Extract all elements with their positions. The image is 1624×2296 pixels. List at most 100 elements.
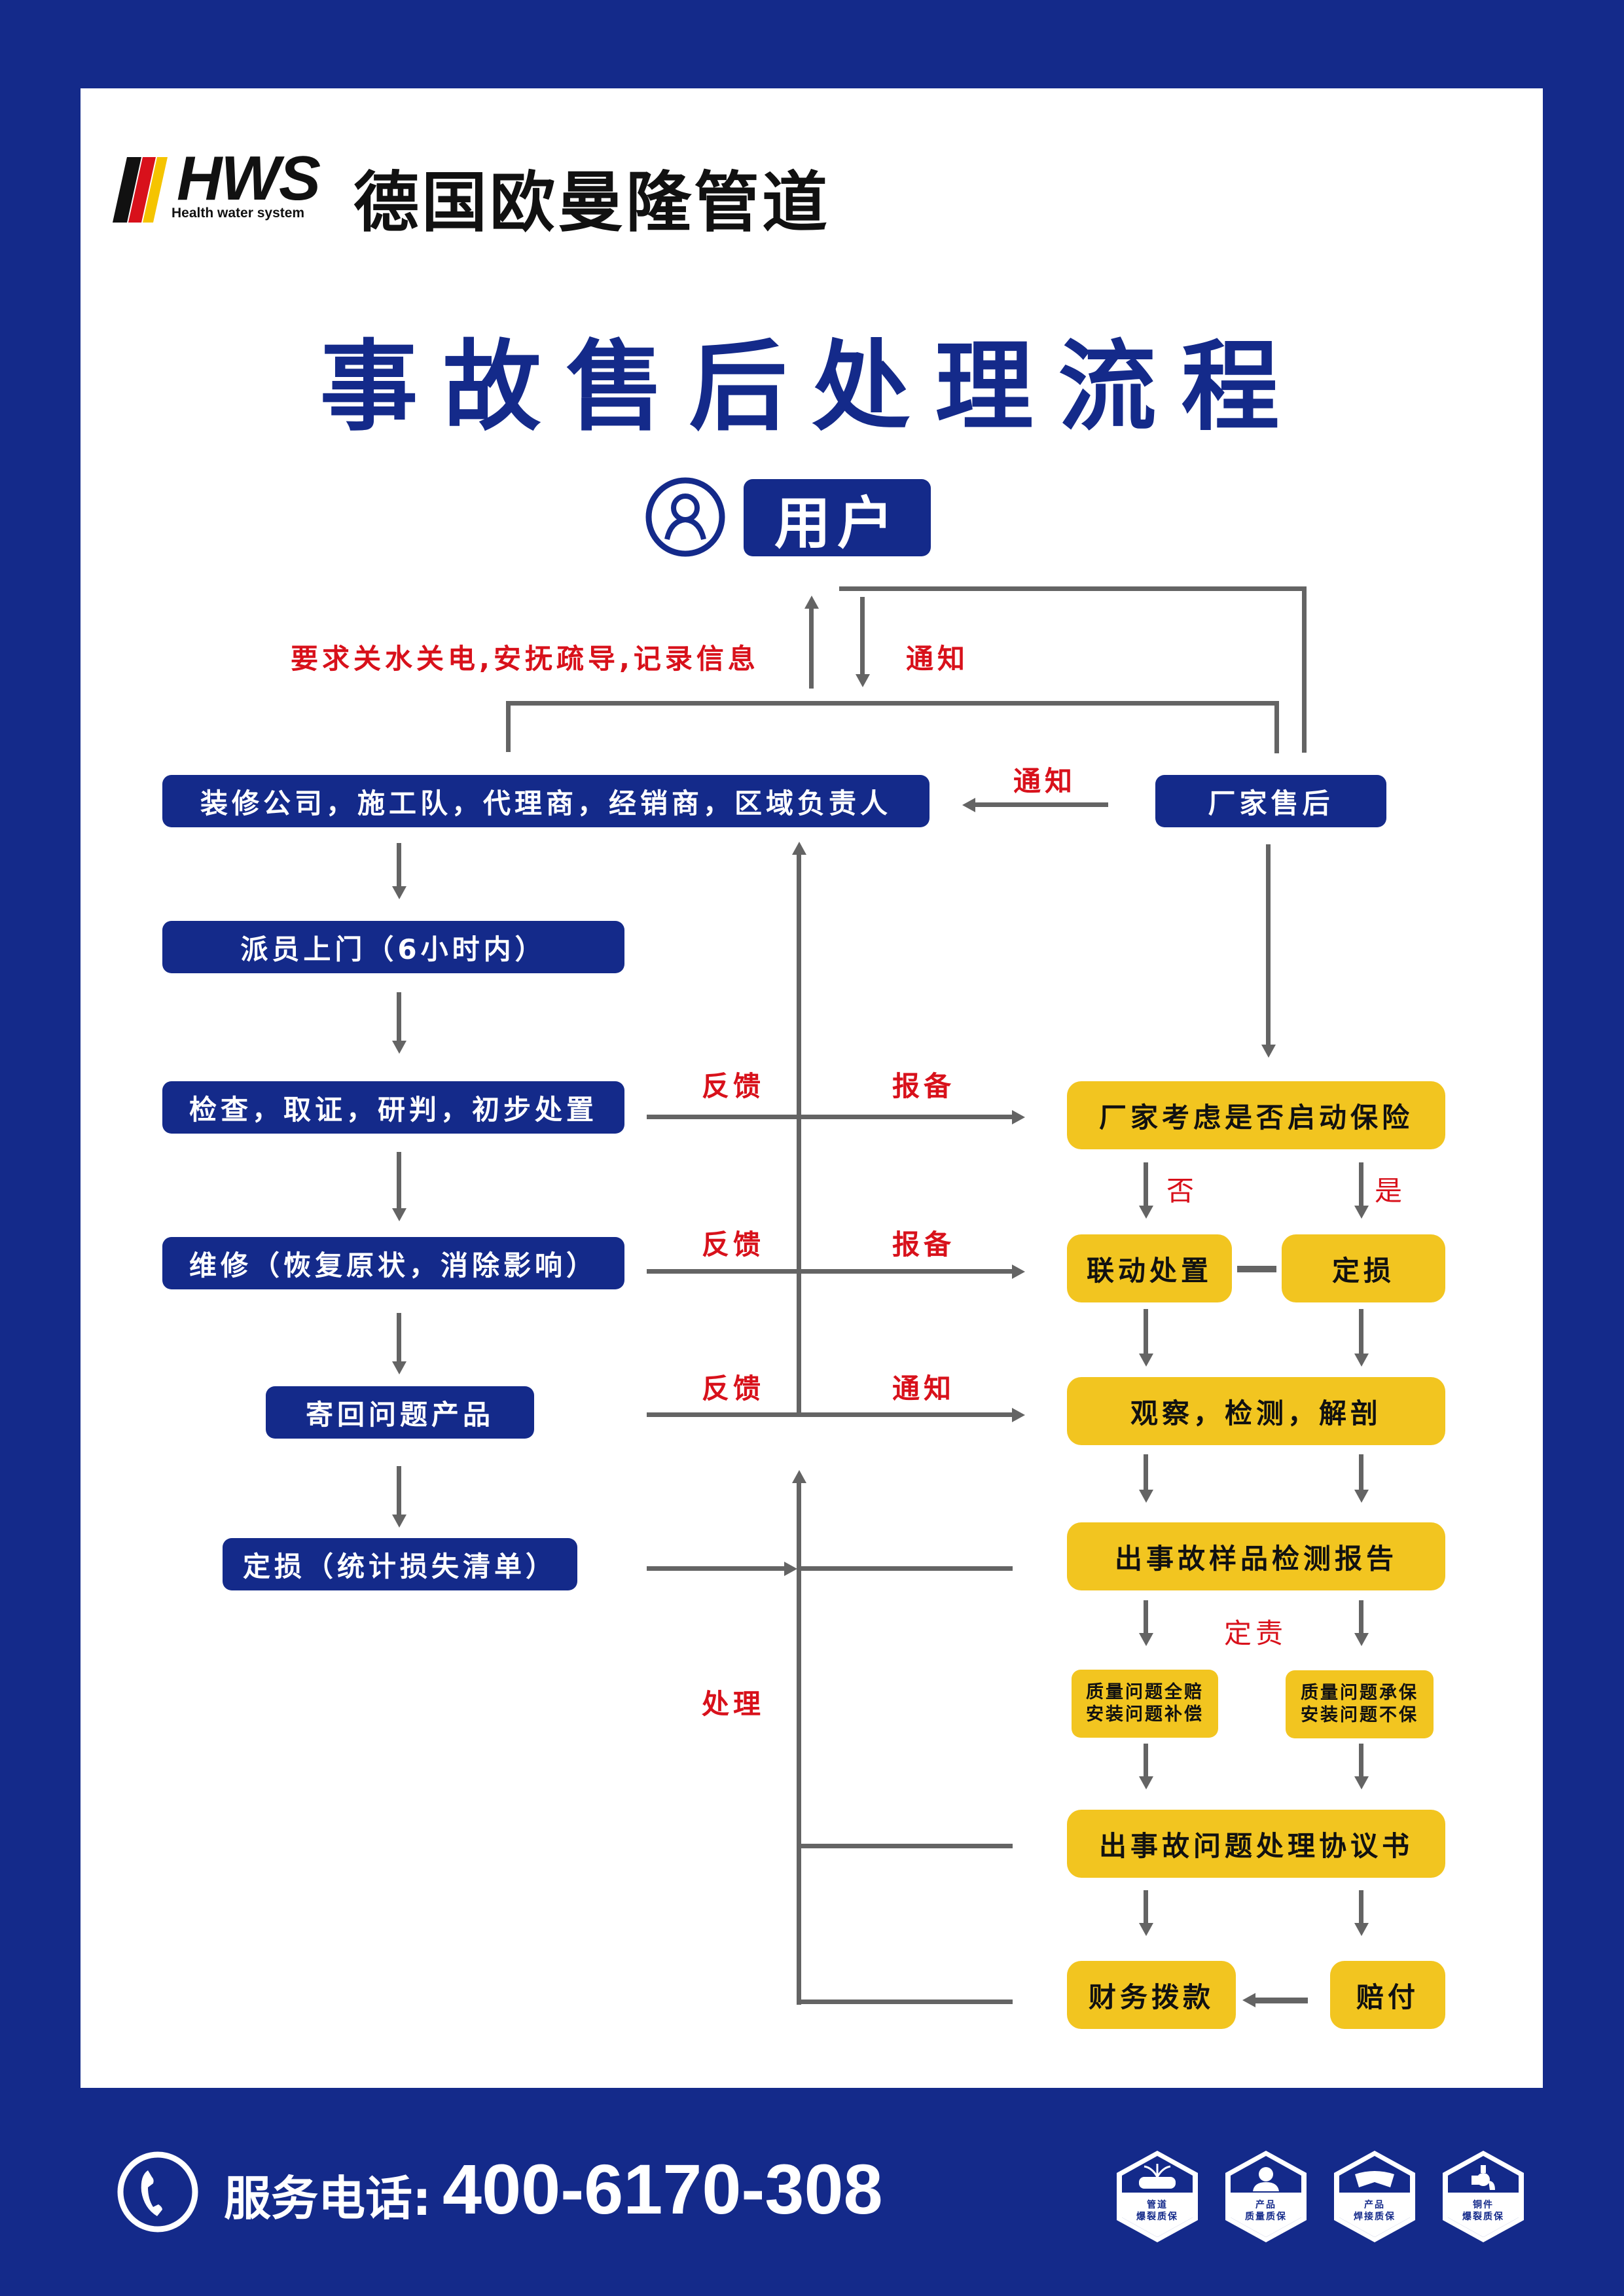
label-feedback-2: 反馈: [702, 1229, 765, 1261]
arrow-up-icon: [792, 1470, 806, 1483]
connector-left-3: [397, 1152, 401, 1210]
badge-copper-warranty: 铜件 爆裂质保: [1439, 2148, 1528, 2245]
badge-text: 铜件 爆裂质保: [1439, 2199, 1528, 2223]
badge-line1: 管道: [1147, 2200, 1168, 2210]
connector-r8: [1359, 1744, 1363, 1778]
badge-text: 产品 焊接质保: [1330, 2199, 1419, 2223]
arrow-up-icon: [804, 596, 819, 609]
connector-feedback-1: [647, 1115, 1013, 1119]
connector-loss-in: [647, 1566, 787, 1571]
arrow-down-icon: [1354, 1633, 1369, 1646]
badge-line2: 质量质保: [1245, 2212, 1287, 2222]
step-manufacturer-service: 厂家售后: [1155, 775, 1386, 827]
arrow-down-icon: [1139, 1776, 1153, 1789]
arrow-left-icon: [962, 798, 975, 812]
connector-r6: [1359, 1600, 1363, 1634]
connector-spine-upper: [797, 855, 801, 1416]
brand-tagline: Health water system: [171, 206, 305, 221]
connector-up: [809, 609, 814, 689]
arrow-down-icon: [1354, 1354, 1369, 1367]
phone-number[interactable]: 400-6170-308: [442, 2149, 883, 2229]
connector-r2: [1359, 1309, 1363, 1355]
outcome-left: 质量问题全赔 安装问题补偿: [1072, 1670, 1218, 1738]
label-yes: 是: [1375, 1175, 1407, 1207]
connector-spine-lower: [797, 1483, 801, 2005]
user-node: 用户: [744, 479, 931, 556]
label-report-1: 报备: [892, 1070, 956, 1102]
connector-r1: [1144, 1309, 1148, 1355]
connector-compensation: [1255, 1998, 1308, 2003]
step-test-report: 出事故样品检测报告: [1067, 1522, 1445, 1590]
connector-r9: [1144, 1890, 1148, 1924]
connector-left-2: [397, 992, 401, 1041]
valve-icon: [1443, 2151, 1524, 2242]
label-feedback-1: 反馈: [702, 1070, 765, 1102]
step-dispatch: 派员上门（6小时内）: [162, 921, 624, 973]
badge-text: 产品 质量质保: [1221, 2199, 1310, 2223]
label-notify-user: 通知: [906, 643, 969, 675]
outcome-right-line2: 安装问题不保: [1301, 1705, 1418, 1725]
arrow-down-icon: [856, 674, 870, 687]
connector-r10: [1359, 1890, 1363, 1924]
label-notify-dealer: 通知: [1013, 765, 1077, 797]
arrow-down-icon: [392, 1041, 406, 1054]
connector-right-inner: [1274, 701, 1279, 753]
arrow-down-icon: [392, 1208, 406, 1221]
arrow-up-icon: [792, 842, 806, 855]
arrow-left-icon: [1242, 1993, 1255, 2007]
step-agreement: 出事故问题处理协议书: [1067, 1810, 1445, 1878]
page-title: 事故售后处理流程: [319, 331, 1305, 444]
arrow-down-icon: [392, 1361, 406, 1374]
arrow-down-icon: [1139, 1490, 1153, 1503]
connector-down: [860, 597, 865, 675]
arrow-down-icon: [1139, 1633, 1153, 1646]
connector-service-down: [1266, 844, 1271, 1046]
badge-line1: 产品: [1364, 2200, 1385, 2210]
brand-name: 德国欧曼隆管道: [353, 164, 830, 241]
outcome-left-line2: 安装问题补偿: [1086, 1704, 1204, 1725]
phone-icon: [117, 2151, 198, 2233]
step-inspect: 检查，取证，研判，初步处置: [162, 1081, 624, 1134]
connector-left-4: [397, 1313, 401, 1361]
connector-no: [1144, 1162, 1148, 1206]
badge-quality-warranty: 产品 质量质保: [1221, 2148, 1310, 2245]
step-inspection: 观察，检测，解剖: [1067, 1377, 1445, 1445]
worker-icon: [1225, 2151, 1307, 2242]
connector-r5: [1144, 1600, 1148, 1634]
arrow-right-icon: [1012, 1265, 1025, 1279]
user-circle-icon: [645, 477, 725, 557]
connector-feedback-2: [647, 1269, 1013, 1274]
connector-right-outer: [1302, 586, 1307, 753]
arrow-right-icon: [784, 1562, 797, 1576]
arrow-down-icon: [392, 886, 406, 899]
step-repair: 维修（恢复原状，消除影响）: [162, 1237, 624, 1289]
connector-top: [839, 586, 1307, 591]
label-feedback-3: 反馈: [702, 1372, 765, 1405]
arrow-down-icon: [1139, 1923, 1153, 1936]
badge-line2: 焊接质保: [1354, 2212, 1396, 2222]
step-return-product: 寄回问题产品: [266, 1386, 534, 1439]
label-report-2: 报备: [892, 1229, 956, 1261]
brand-logo-text: HWS: [177, 143, 321, 213]
badge-line2: 爆裂质保: [1136, 2212, 1178, 2222]
badge-pipe-warranty: 管道 爆裂质保: [1113, 2148, 1202, 2245]
arrow-down-icon: [1354, 1923, 1369, 1936]
outcome-left-line1: 质量问题全赔: [1086, 1682, 1204, 1702]
connector-r4: [1359, 1454, 1363, 1491]
arrow-down-icon: [1354, 1490, 1369, 1503]
label-handle: 处理: [702, 1688, 765, 1720]
flag-stripes-icon: [113, 157, 168, 223]
arrow-right-icon: [1012, 1408, 1025, 1422]
arrow-down-icon: [1354, 1206, 1369, 1219]
step-joint-handling: 联动处置: [1067, 1234, 1232, 1302]
step-loss-assessment: 定损（统计损失清单）: [223, 1538, 577, 1590]
connector-yes: [1359, 1162, 1363, 1206]
label-user-instruction: 要求关水关电,安抚疏导,记录信息: [291, 643, 759, 675]
arrow-down-icon: [1354, 1776, 1369, 1789]
connector-mid: [506, 701, 1279, 706]
connector-report: [797, 1566, 1013, 1571]
badge-text: 管道 爆裂质保: [1113, 2199, 1202, 2223]
connector-finance: [797, 2000, 1013, 2004]
arrow-down-icon: [1139, 1354, 1153, 1367]
badge-welding-warranty: 产品 焊接质保: [1330, 2148, 1419, 2245]
